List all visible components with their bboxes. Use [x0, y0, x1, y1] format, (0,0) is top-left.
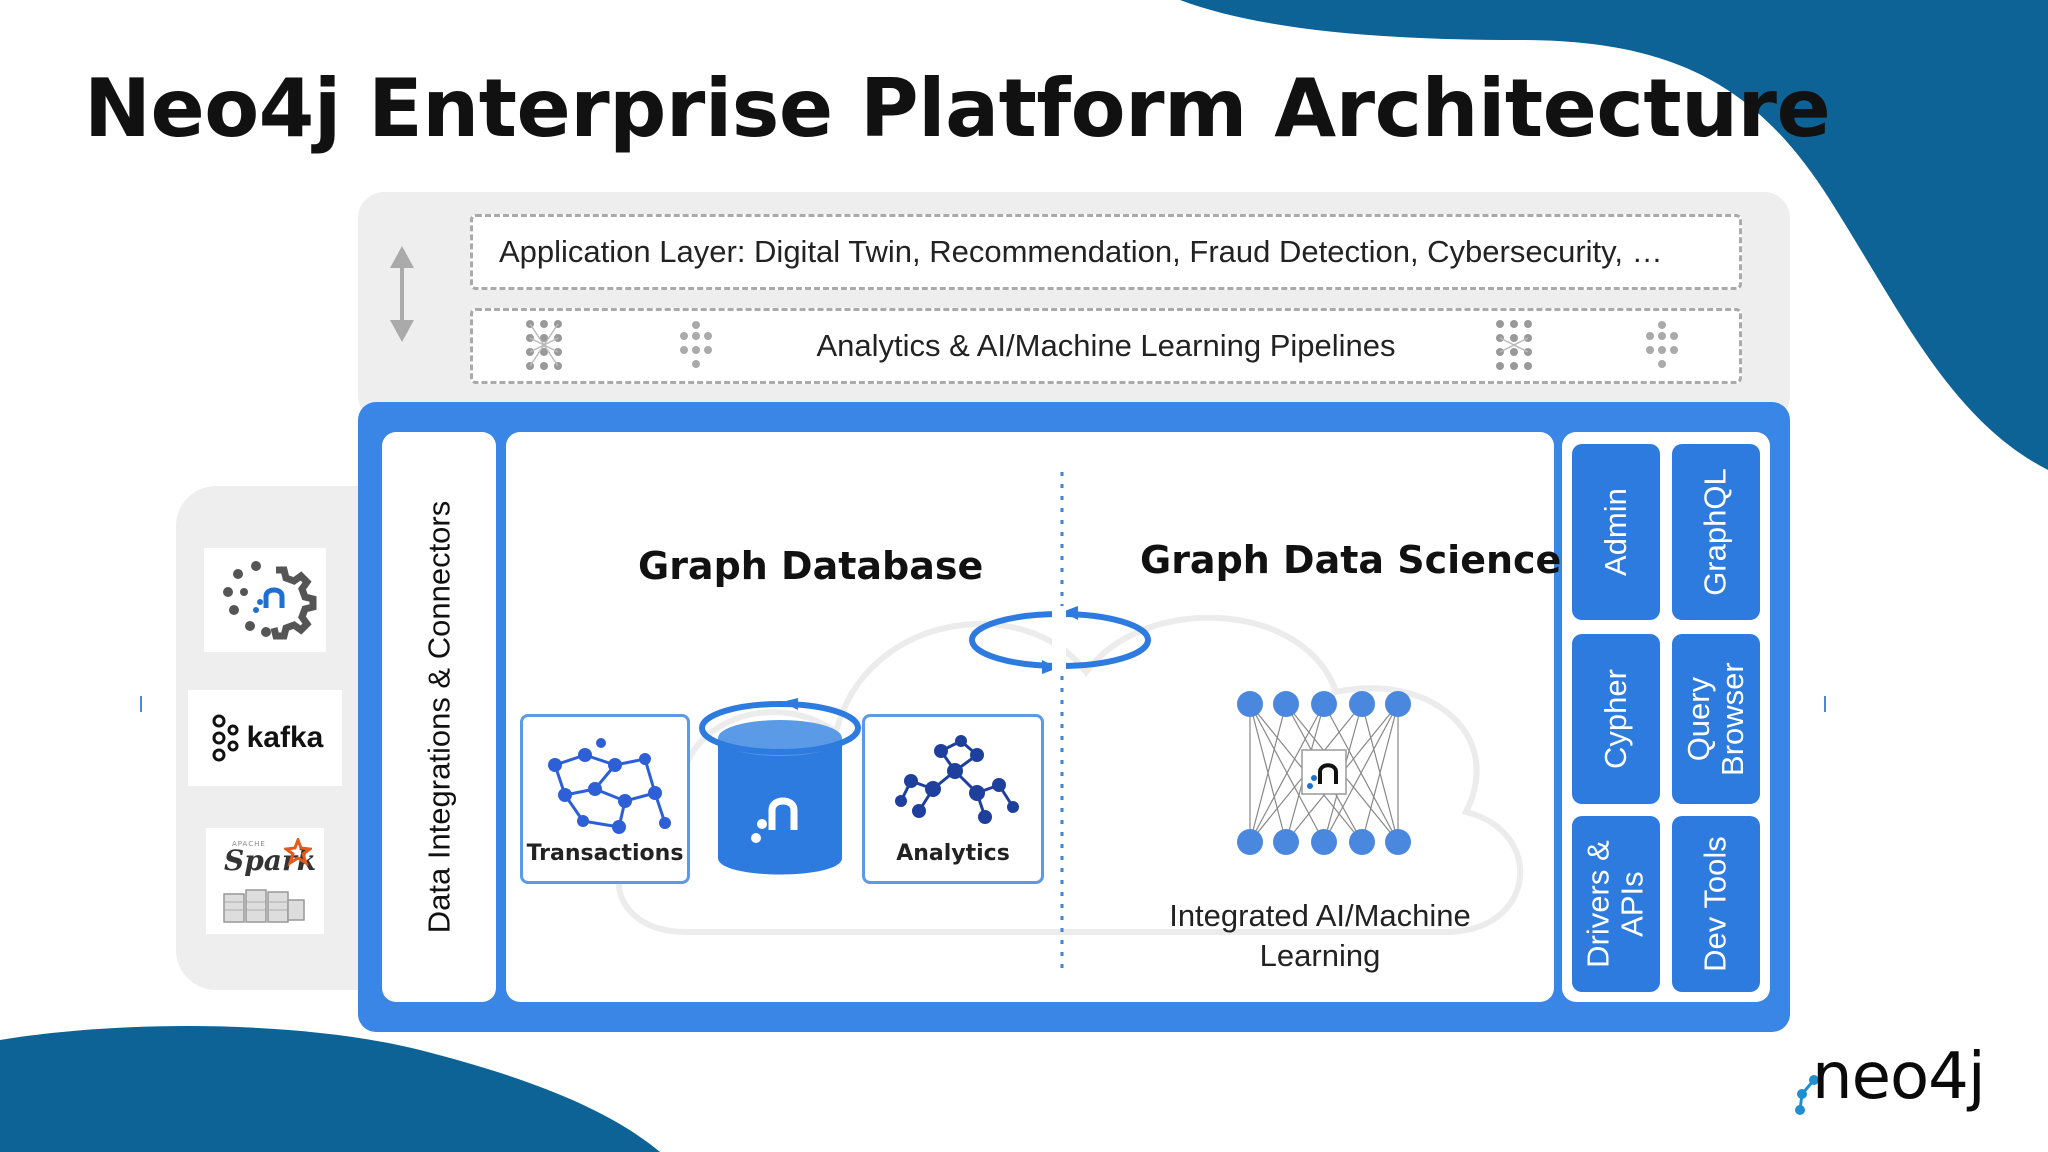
bottom-left-blob — [0, 1026, 660, 1152]
server-rack-icon — [223, 889, 305, 923]
database-cylinder-icon — [699, 698, 861, 875]
cluster-graph-icon — [895, 735, 1019, 824]
admin-label: Admin — [1597, 488, 1633, 576]
bidirectional-arrow-icon — [390, 246, 414, 342]
connectors-label-wrap: Data Integrations & Connectors — [382, 432, 496, 1002]
query-browser-tile[interactable]: Query Browser — [1672, 634, 1760, 804]
connectors-label: Data Integrations & Connectors — [421, 500, 456, 934]
drivers-apis-tile[interactable]: Drivers & APIs — [1572, 816, 1660, 992]
kafka-logo: kafka — [188, 690, 342, 786]
network-dots-icon — [1496, 320, 1532, 370]
neo4j-logo-icon — [1795, 1075, 1819, 1115]
query-browser-line2: Browser — [1715, 662, 1751, 776]
gear-network-icon — [223, 561, 317, 640]
ml-label-line1: Integrated AI/Machine — [1169, 898, 1471, 933]
network-graph-icon — [548, 738, 671, 834]
drivers-line1: Drivers & — [1580, 840, 1616, 968]
connectors-column — [382, 432, 496, 1002]
graph-data-science-heading: Graph Data Science — [1140, 538, 1562, 582]
apache-label: APACHE — [232, 840, 266, 848]
spark-star-icon — [284, 838, 312, 866]
transactions-card: Transactions — [520, 714, 690, 884]
graph-database-heading: Graph Database — [638, 544, 984, 588]
cypher-tile[interactable]: Cypher — [1572, 634, 1660, 804]
dev-tools-label: Dev Tools — [1697, 836, 1733, 972]
pipelines-label: Analytics & AI/Machine Learning Pipeline… — [816, 328, 1396, 363]
neural-dots-icon — [680, 321, 712, 368]
analytics-card: Analytics — [862, 714, 1044, 884]
sync-arrows-icon — [969, 606, 1151, 674]
kafka-label: kafka — [246, 721, 324, 754]
graphql-label: GraphQL — [1697, 468, 1733, 596]
right-edge-tick — [1824, 696, 1826, 712]
transactions-label: Transactions — [526, 841, 684, 866]
application-layer: Application Layer: Digital Twin, Recomme… — [470, 214, 1742, 290]
drivers-apis-label: Drivers & APIs — [1580, 840, 1651, 968]
dev-tools-tile[interactable]: Dev Tools — [1672, 816, 1760, 992]
top-right-blob — [1180, 0, 2048, 470]
ml-label-line2: Learning — [1259, 937, 1381, 973]
query-browser-line1: Query — [1680, 676, 1716, 762]
admin-tile[interactable]: Admin — [1572, 444, 1660, 620]
analytics-label: Analytics — [896, 841, 1010, 866]
spark-logo: APACHE Spark — [206, 828, 324, 934]
neural-dots-icon — [1646, 321, 1678, 368]
kafka-icon — [212, 714, 239, 762]
graphql-tile[interactable]: GraphQL — [1672, 444, 1760, 620]
integrated-ml-label: Integrated AI/Machine Learning — [1130, 896, 1510, 975]
cypher-label: Cypher — [1597, 669, 1633, 769]
page-title: Neo4j Enterprise Platform Architecture — [84, 62, 1831, 155]
left-edge-tick — [140, 696, 142, 712]
neo4j-logo-text: neo4j — [1812, 1040, 1986, 1114]
neural-network-icon — [1237, 691, 1411, 855]
network-dots-icon — [526, 320, 562, 370]
drivers-line2: APIs — [1615, 871, 1651, 937]
neo4j-connector-logo — [204, 548, 326, 652]
query-browser-label: Query Browser — [1680, 662, 1751, 776]
pipelines-layer: Analytics & AI/Machine Learning Pipeline… — [470, 308, 1742, 384]
